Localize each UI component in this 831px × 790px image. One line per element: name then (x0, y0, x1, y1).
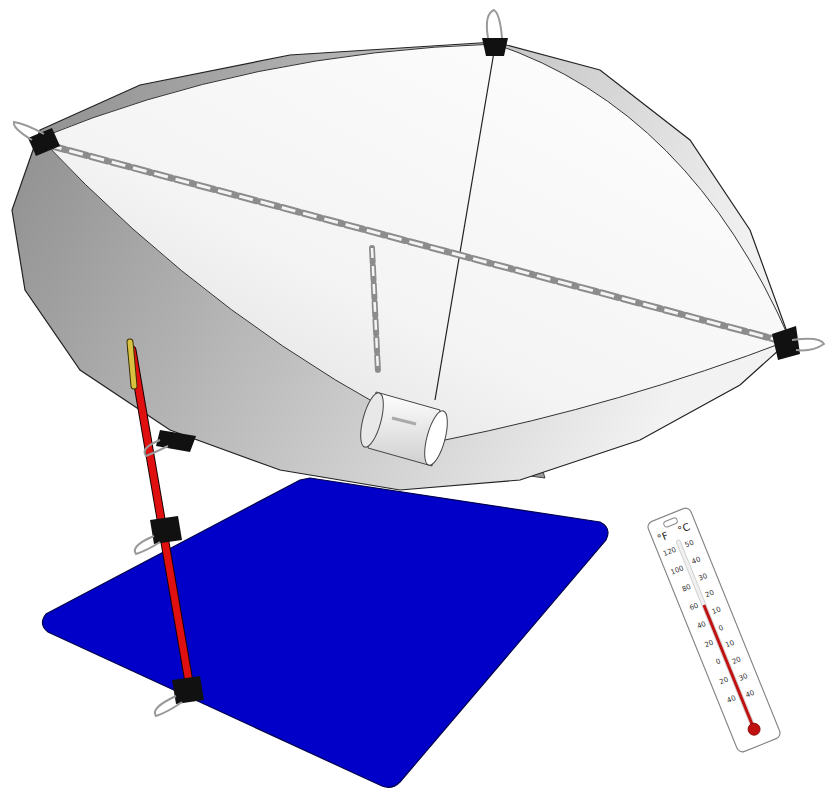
binder-clip (772, 326, 824, 360)
binder-clip (135, 516, 182, 554)
hanging-chain-inner (372, 248, 378, 372)
support-pole (132, 350, 190, 688)
binder-clip (155, 676, 204, 716)
paperclip-chain (48, 145, 785, 342)
reflector-face (40, 44, 790, 440)
hanging-chain (372, 248, 378, 372)
pole-tip-outline (130, 342, 134, 386)
reflector-dish (12, 42, 790, 490)
string (435, 46, 495, 400)
paperclip-chain-inner (48, 145, 785, 342)
binder-clip (145, 430, 196, 456)
binder-clip (482, 10, 508, 56)
thermometer-body (645, 505, 783, 755)
cooking-tube (356, 391, 452, 468)
pole-tip (130, 342, 134, 386)
pole-outline (132, 350, 190, 688)
binder-clip (14, 122, 60, 156)
thermometer: °F°C120100806040200204050403020100102030… (645, 505, 783, 755)
base-board (42, 478, 608, 787)
